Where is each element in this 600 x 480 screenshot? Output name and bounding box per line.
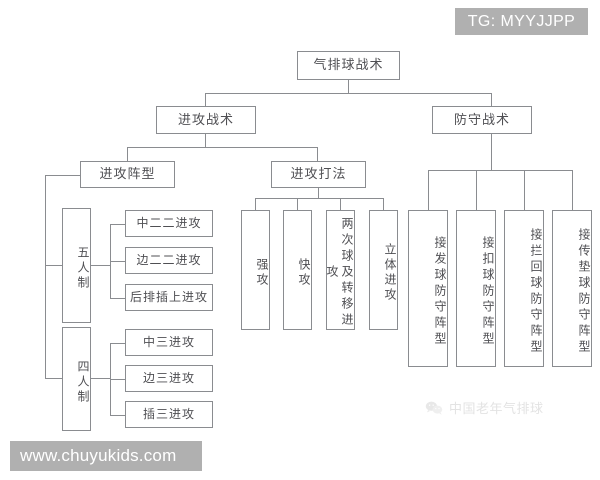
connector-defense-drop-2 (476, 170, 477, 210)
node-offense-play-label: 进攻打法 (290, 166, 347, 182)
node-defense-item-label: 接拦回球防守阵型 (529, 227, 543, 356)
connector-play-drop-4 (383, 198, 384, 210)
node-play-item-label: 快攻 (297, 258, 311, 288)
node-group-four-player-label: 四人制 (76, 359, 90, 405)
connector-root-stem (348, 80, 349, 93)
node-defense-item: 接发球防守阵型 (408, 210, 448, 367)
node-play-item: 快攻 (283, 210, 312, 330)
node-defense-item: 接传垫球防守阵型 (552, 210, 592, 367)
node-play-item-label: 两次球及转移进攻 (325, 217, 354, 329)
wechat-logo-icon (425, 401, 443, 415)
node-offense-formation: 进攻阵型 (80, 161, 175, 188)
connector-group1-item-2 (110, 261, 125, 262)
connector-formation-spine (45, 175, 46, 378)
node-group-five-player: 五人制 (62, 208, 91, 323)
connector-group2-item-3 (110, 415, 125, 416)
node-formation-item: 中三进攻 (125, 329, 213, 356)
node-formation-item-label: 后排插上进攻 (129, 290, 208, 304)
connector-group1-item-3 (110, 298, 125, 299)
node-formation-item-label: 插三进攻 (142, 407, 195, 421)
node-formation-item: 后排插上进攻 (125, 284, 213, 311)
connector-root-bus (205, 93, 491, 94)
connector-group1-item-1 (110, 224, 125, 225)
node-group-four-player: 四人制 (62, 327, 91, 431)
connector-play-drop-2 (297, 198, 298, 210)
connector-play-bus (255, 198, 383, 199)
node-defense-item: 接拦回球防守阵型 (504, 210, 544, 367)
node-defense-tactics-label: 防守战术 (453, 111, 510, 127)
node-root: 气排球战术 (297, 51, 400, 80)
node-formation-item: 边二二进攻 (125, 247, 213, 274)
node-play-item: 强攻 (241, 210, 270, 330)
node-defense-item-label: 接扣球防守阵型 (481, 235, 495, 348)
connector-defense-drop-4 (572, 170, 573, 210)
node-offense-play: 进攻打法 (271, 161, 366, 188)
tg-banner-label: TG: MYYJJPP (467, 12, 576, 30)
connector-defense-bus (428, 170, 572, 171)
node-offense-tactics-label: 进攻战术 (177, 111, 234, 127)
node-group-five-player-label: 五人制 (76, 246, 90, 291)
connector-play-drop-1 (255, 198, 256, 210)
connector-group2-stub (91, 378, 110, 379)
connector-root-to-defense (491, 93, 492, 106)
node-defense-item-label: 接发球防守阵型 (433, 235, 447, 348)
connector-offense-bus (127, 147, 317, 148)
node-offense-formation-label: 进攻阵型 (99, 166, 156, 182)
node-defense-tactics: 防守战术 (432, 106, 532, 134)
connector-offense-to-play (317, 147, 318, 161)
node-formation-item-label: 边二二进攻 (136, 253, 202, 267)
node-root-label: 气排球战术 (313, 57, 384, 73)
url-banner: www.chuyukids.com (10, 441, 202, 471)
node-play-item: 立体进攻 (369, 210, 398, 330)
connector-defense-stem (491, 134, 492, 170)
node-defense-item-label: 接传垫球防守阵型 (577, 227, 591, 356)
node-formation-item-label: 边三进攻 (142, 371, 195, 385)
connector-defense-drop-1 (428, 170, 429, 210)
connector-defense-drop-3 (524, 170, 525, 210)
connector-group2-item-1 (110, 343, 125, 344)
node-play-item: 两次球及转移进攻 (325, 210, 355, 330)
connector-group1-stub (91, 265, 110, 266)
connector-group2-item-2 (110, 379, 125, 380)
url-banner-label: www.chuyukids.com (20, 446, 177, 465)
node-play-item-label: 强攻 (255, 258, 269, 288)
node-offense-tactics: 进攻战术 (156, 106, 256, 134)
connector-formation-to-group-1 (45, 265, 62, 266)
connector-root-to-offense (205, 93, 206, 106)
connector-offense-stem (205, 134, 206, 147)
connector-offense-to-formation (127, 147, 128, 161)
connector-formation-to-group-2 (45, 378, 62, 379)
node-formation-item: 插三进攻 (125, 401, 213, 428)
connector-play-drop-3 (340, 198, 341, 210)
tg-banner: TG: MYYJJPP (455, 8, 588, 35)
connector-play-stem (318, 188, 319, 198)
node-formation-item-label: 中三进攻 (142, 335, 195, 349)
node-formation-item: 中二二进攻 (125, 210, 213, 237)
node-formation-item-label: 中二二进攻 (136, 216, 202, 230)
brand-watermark: 中国老年气排球 (425, 398, 544, 417)
node-defense-item: 接扣球防守阵型 (456, 210, 496, 367)
brand-watermark-label: 中国老年气排球 (449, 401, 544, 416)
connector-formation-out-left (45, 175, 80, 176)
node-formation-item: 边三进攻 (125, 365, 213, 392)
node-play-item-label: 立体进攻 (383, 243, 397, 303)
